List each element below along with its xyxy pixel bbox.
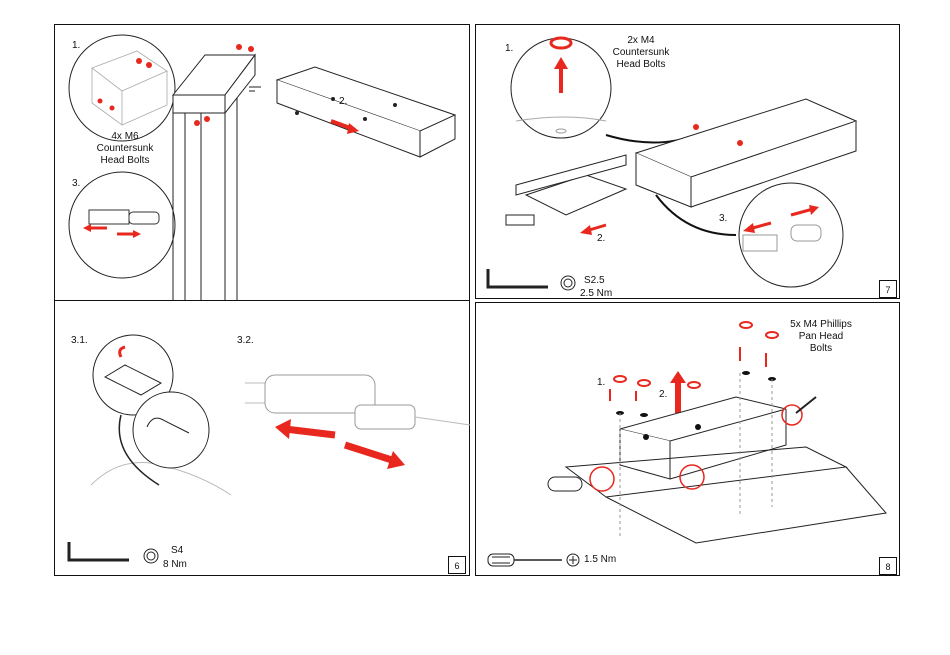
step-2-label: 2. — [597, 233, 605, 245]
bolts-label-line3: Head Bolts — [85, 155, 165, 167]
allen-key-icon — [486, 267, 550, 293]
page-number: 6 — [448, 556, 466, 574]
page-number: 8 — [879, 557, 897, 575]
bolts-label: 4x M6 Countersunk Head Bolts — [85, 131, 165, 167]
torque-value: 8 Nm — [163, 559, 187, 571]
step-3-label: 3. — [719, 213, 727, 225]
bolts-label-line1: 4x M6 — [85, 131, 165, 143]
allen-key-icon — [67, 540, 131, 566]
page-number: 7 — [879, 280, 897, 298]
detail-circle-bolts — [67, 33, 177, 143]
panel-step-7: 1. 2x M4 Countersunk Head Bolts 2. 3. S2… — [475, 24, 900, 299]
screwdriver-icon — [486, 551, 566, 569]
bolts-label-line2: Countersunk — [596, 47, 686, 59]
detail-clip-open — [81, 335, 271, 515]
detail-connector-separate — [245, 365, 470, 505]
torque-value: 2.5 Nm — [580, 288, 612, 300]
bolts-label-line3: Head Bolts — [596, 59, 686, 71]
step-1-label: 1. — [505, 43, 513, 55]
panel-step-8: 5x M4 Phillips Pan Head Bolts 1. 2. — [475, 302, 900, 576]
tool-size: S2.5 — [584, 275, 605, 287]
detail-circle-connector — [67, 170, 177, 280]
bolts-label-line1: 2x M4 — [596, 35, 686, 47]
phillips-icon — [566, 553, 580, 567]
step-3-label: 3. — [72, 178, 80, 190]
tool-size: S4 — [171, 545, 183, 557]
bolts-label-line2: Countersunk — [85, 143, 165, 155]
panel-step-6: 1. 4x M6 Countersunk Head Bolts 3. 2. 3.… — [54, 24, 470, 576]
panel-divider — [55, 300, 469, 301]
step-2-label: 2. — [339, 96, 347, 108]
bolts-label: 2x M4 Countersunk Head Bolts — [596, 35, 686, 71]
socket-icon — [143, 548, 159, 564]
mount-illustration — [546, 317, 896, 545]
detail-circle-unplug — [731, 175, 851, 295]
step-1-label: 1. — [72, 40, 80, 52]
socket-icon — [560, 275, 576, 291]
step-32-label: 3.2. — [237, 335, 254, 347]
stand-illustration — [165, 35, 475, 300]
torque-value: 1.5 Nm — [584, 554, 616, 566]
